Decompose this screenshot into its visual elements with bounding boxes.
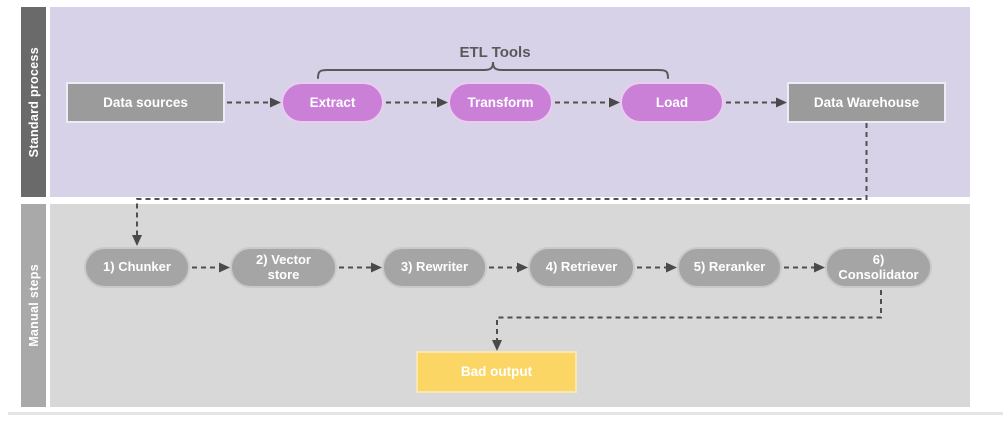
node-bad-output: Bad output [416, 351, 577, 393]
node-consolidator: 6) Consolidator [825, 247, 932, 288]
node-reranker: 5) Reranker [677, 247, 782, 288]
lane-manual-label: Manual steps [26, 264, 41, 347]
lane-standard-label: Standard process [26, 46, 41, 158]
node-load: Load [620, 82, 724, 123]
node-data-warehouse: Data Warehouse [787, 82, 946, 123]
node-retriever: 4) Retriever [528, 247, 635, 288]
etl-tools-label: ETL Tools [459, 44, 531, 61]
node-rewriter: 3) Rewriter [382, 247, 487, 288]
node-data-sources: Data sources [66, 82, 225, 123]
node-transform: Transform [448, 82, 553, 123]
node-chunker: 1) Chunker [84, 247, 190, 288]
node-vector-store: 2) Vector store [230, 247, 337, 288]
node-extract: Extract [281, 82, 384, 123]
bottom-divider [8, 412, 1003, 415]
lane-standard-label-bar: Standard process [21, 7, 46, 197]
lane-manual-label-bar: Manual steps [21, 204, 46, 407]
